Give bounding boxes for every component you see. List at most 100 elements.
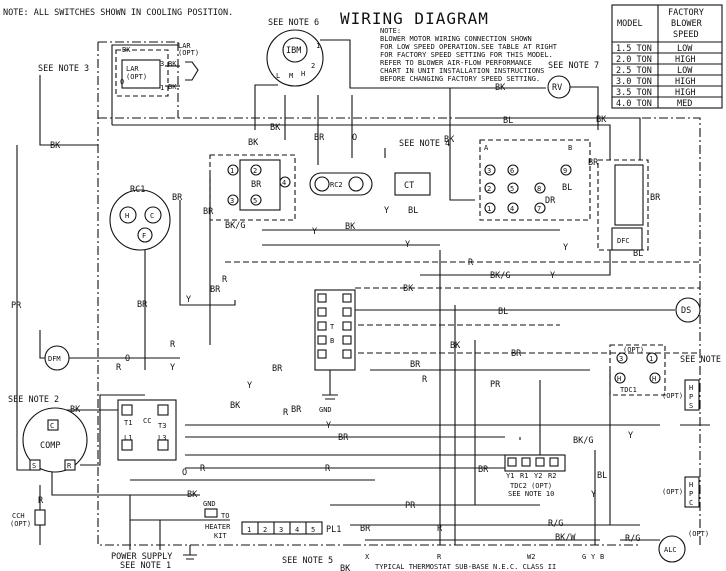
- svg-text:2: 2: [263, 526, 267, 534]
- svg-text:B: B: [330, 337, 334, 345]
- thermostat-subbase: TYPICAL THERMOSTAT SUB-BASE N.E.C. CLASS…: [365, 553, 604, 571]
- svg-text:2: 2: [487, 185, 491, 193]
- svg-text:BR: BR: [291, 405, 302, 415]
- svg-text:BK/G: BK/G: [225, 221, 245, 231]
- svg-text:BR: BR: [210, 285, 221, 295]
- svg-text:KIT: KIT: [214, 532, 227, 540]
- wiring: [16, 39, 710, 550]
- svg-text:R: R: [283, 408, 289, 418]
- svg-text:4.0 TON: 4.0 TON: [616, 99, 652, 109]
- rv-reversing-valve: RV: [547, 75, 571, 99]
- svg-text:CHART IN UNIT INSTALLATION INS: CHART IN UNIT INSTALLATION INSTRUCTIONS: [380, 67, 544, 75]
- svg-text:TDC2 (OPT): TDC2 (OPT): [510, 482, 552, 490]
- svg-text:M: M: [289, 72, 293, 80]
- gnd-label-center: GND: [319, 406, 332, 414]
- svg-text:BR: BR: [410, 360, 421, 370]
- hps-switch: H P S (OPT) SEE NOTE 9: [662, 355, 726, 411]
- svg-text:3: 3: [487, 167, 491, 175]
- svg-text:L1: L1: [124, 434, 132, 442]
- ibm-blower-motor: IBM L M H 1 2: [266, 29, 324, 87]
- svg-text:BK: BK: [50, 141, 61, 151]
- svg-text:H: H: [652, 375, 656, 383]
- svg-text:PL1: PL1: [326, 525, 341, 535]
- svg-text:5: 5: [253, 197, 257, 205]
- svg-text:BR: BR: [137, 300, 148, 310]
- blower-speed-table: MODEL FACTORY BLOWER SPEED 1.5 TON LOW 2…: [611, 4, 723, 109]
- svg-text:R2: R2: [548, 472, 556, 480]
- see-note-10: SEE NOTE 10: [508, 490, 554, 498]
- svg-text:(OPT): (OPT): [178, 49, 199, 57]
- svg-text:C: C: [150, 212, 154, 220]
- svg-text:Y: Y: [550, 271, 555, 281]
- cc-contactor: CC T1 T3 L1 L3: [117, 399, 177, 461]
- svg-text:Y: Y: [591, 490, 596, 500]
- svg-text:S: S: [689, 402, 693, 410]
- br-relay: BR 1 3 2 4 5: [227, 159, 291, 211]
- svg-text:R1: R1: [520, 472, 528, 480]
- table-row-speed: LOW: [677, 44, 693, 54]
- svg-text:BK: BK: [122, 46, 131, 54]
- svg-text:B: B: [600, 553, 604, 561]
- svg-text:C: C: [50, 422, 54, 430]
- svg-text:ALC: ALC: [664, 546, 677, 554]
- svg-text:Y: Y: [326, 421, 331, 431]
- svg-text:SPEED: SPEED: [673, 30, 699, 40]
- cch-crankcase-heater: CCH (OPT): [10, 509, 46, 528]
- see-note-9: SEE NOTE 9: [680, 355, 726, 365]
- svg-text:S: S: [32, 462, 36, 470]
- svg-text:LAR: LAR: [178, 42, 191, 50]
- svg-text:BR: BR: [650, 193, 661, 203]
- svg-text:TDC1: TDC1: [620, 386, 637, 394]
- svg-text:B: B: [568, 144, 572, 152]
- see-note-6: SEE NOTE 6: [268, 18, 319, 28]
- svg-text:Y: Y: [312, 227, 317, 237]
- svg-text:IBM: IBM: [286, 46, 301, 56]
- svg-text:H: H: [301, 70, 305, 78]
- svg-text:BR: BR: [338, 433, 349, 443]
- svg-text:O: O: [125, 354, 130, 364]
- svg-text:DFC: DFC: [617, 237, 630, 245]
- svg-text:T1: T1: [124, 419, 132, 427]
- svg-text:F: F: [142, 232, 146, 240]
- svg-text:R: R: [116, 363, 122, 373]
- svg-text:TO: TO: [221, 512, 229, 520]
- svg-text:(OPT): (OPT): [10, 520, 31, 528]
- dfc-defrost-control: DFC: [611, 164, 644, 251]
- svg-text:CCH: CCH: [12, 512, 25, 520]
- svg-text:2: 2: [311, 62, 315, 70]
- svg-text:R: R: [222, 275, 228, 285]
- svg-text:Y1: Y1: [506, 472, 514, 480]
- svg-text:1: 1: [487, 205, 491, 213]
- svg-text:8: 8: [537, 185, 541, 193]
- svg-text:BK: BK: [70, 405, 81, 415]
- svg-text:FOR LOW SPEED OPERATION.SEE TA: FOR LOW SPEED OPERATION.SEE TABLE AT RIG…: [380, 43, 558, 51]
- svg-text:1: 1: [316, 42, 320, 50]
- cooling-position-note: NOTE: ALL SWITCHES SHOWN IN COOLING POSI…: [3, 8, 233, 18]
- svg-text:R: R: [468, 258, 474, 268]
- svg-text:HIGH: HIGH: [675, 77, 695, 87]
- svg-text:0: 0: [120, 78, 124, 86]
- svg-text:GND: GND: [203, 500, 216, 508]
- svg-text:BL: BL: [498, 307, 508, 317]
- svg-text:O: O: [182, 468, 187, 478]
- svg-text:SEE NOTE 1: SEE NOTE 1: [120, 561, 171, 571]
- svg-text:MED: MED: [677, 99, 692, 109]
- svg-text:BK: BK: [187, 490, 198, 500]
- svg-text:5: 5: [510, 185, 514, 193]
- wire-labels: BK BK BK BK BK BK BK BK BK BK BK BK BK B…: [11, 83, 661, 571]
- svg-text:P: P: [689, 393, 693, 401]
- svg-text:BR: BR: [588, 158, 599, 168]
- svg-text:H: H: [689, 481, 693, 489]
- rc1-run-capacitor: RC1 H C F: [109, 185, 171, 251]
- svg-text:BL: BL: [408, 206, 418, 216]
- svg-text:Y2: Y2: [534, 472, 542, 480]
- svg-text:PR: PR: [405, 501, 416, 511]
- power-supply: POWER SUPPLY SEE NOTE 1: [111, 545, 197, 571]
- svg-text:BK: BK: [596, 115, 607, 125]
- svg-text:HIGH: HIGH: [675, 55, 695, 65]
- svg-text:BK: BK: [248, 138, 259, 148]
- svg-text:BK: BK: [403, 284, 414, 294]
- svg-text:Y: Y: [405, 240, 410, 250]
- svg-text:1: 1: [230, 167, 234, 175]
